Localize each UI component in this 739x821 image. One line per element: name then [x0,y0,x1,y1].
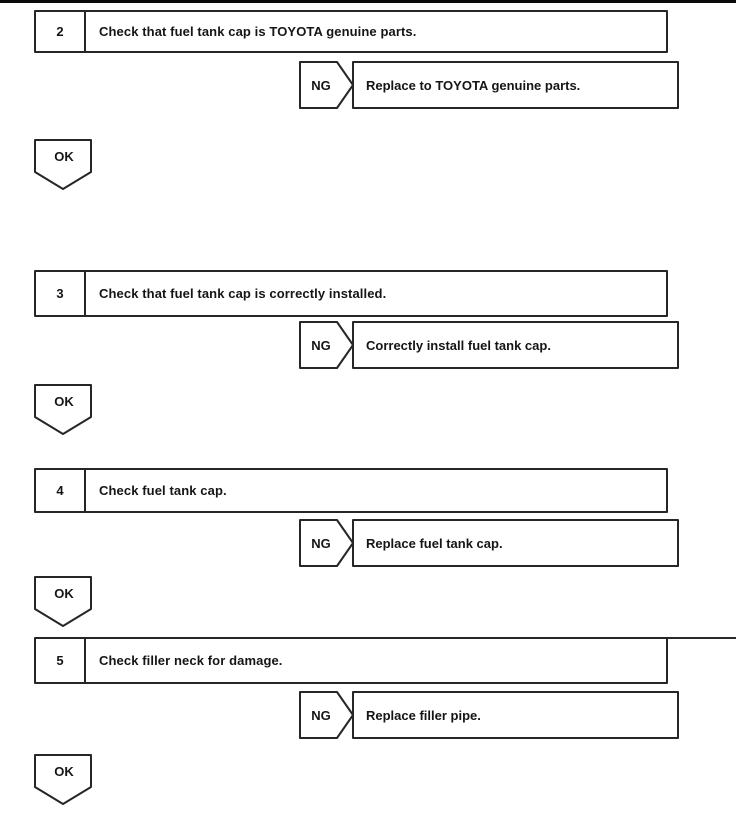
ok-connector-shape-icon [34,576,92,627]
ok-label: OK [54,763,74,779]
ng-label: NG [311,337,331,353]
step-box-3: 3 Check that fuel tank cap is correctly … [34,270,668,317]
step-box-2: 2 Check that fuel tank cap is TOYOTA gen… [34,10,668,53]
ng-label: NG [311,535,331,551]
step-instruction: Check that fuel tank cap is TOYOTA genui… [99,24,417,39]
ng-action-box: Replace fuel tank cap. [352,519,679,567]
step-number: 5 [36,639,86,682]
ng-arrow-shape-icon [299,519,354,567]
ok-connector-shape-icon [34,754,92,805]
ng-action-box: Correctly install fuel tank cap. [352,321,679,369]
ng-label: NG [311,707,331,723]
ng-action-box: Replace to TOYOTA genuine parts. [352,61,679,109]
ng-arrow-shape-icon [299,691,354,739]
step-instruction: Check that fuel tank cap is correctly in… [99,286,387,301]
ok-label: OK [54,148,74,164]
ok-label: OK [54,585,74,601]
step-number: 4 [36,470,86,511]
scan-line-artifact [664,637,736,639]
ng-action-box: Replace filler pipe. [352,691,679,739]
ok-connector-shape-icon [34,384,92,435]
step-instruction: Check fuel tank cap. [99,483,227,498]
ok-connector-shape-icon [34,139,92,190]
step-number: 2 [36,12,86,51]
step-box-5: 5 Check filler neck for damage. [34,637,668,684]
ng-label: NG [311,77,331,93]
ng-arrow-shape-icon [299,321,354,369]
page-top-rule [0,0,736,3]
ok-label: OK [54,393,74,409]
step-number: 3 [36,272,86,315]
step-box-4: 4 Check fuel tank cap. [34,468,668,513]
step-instruction: Check filler neck for damage. [99,653,283,668]
ng-arrow-shape-icon [299,61,354,109]
